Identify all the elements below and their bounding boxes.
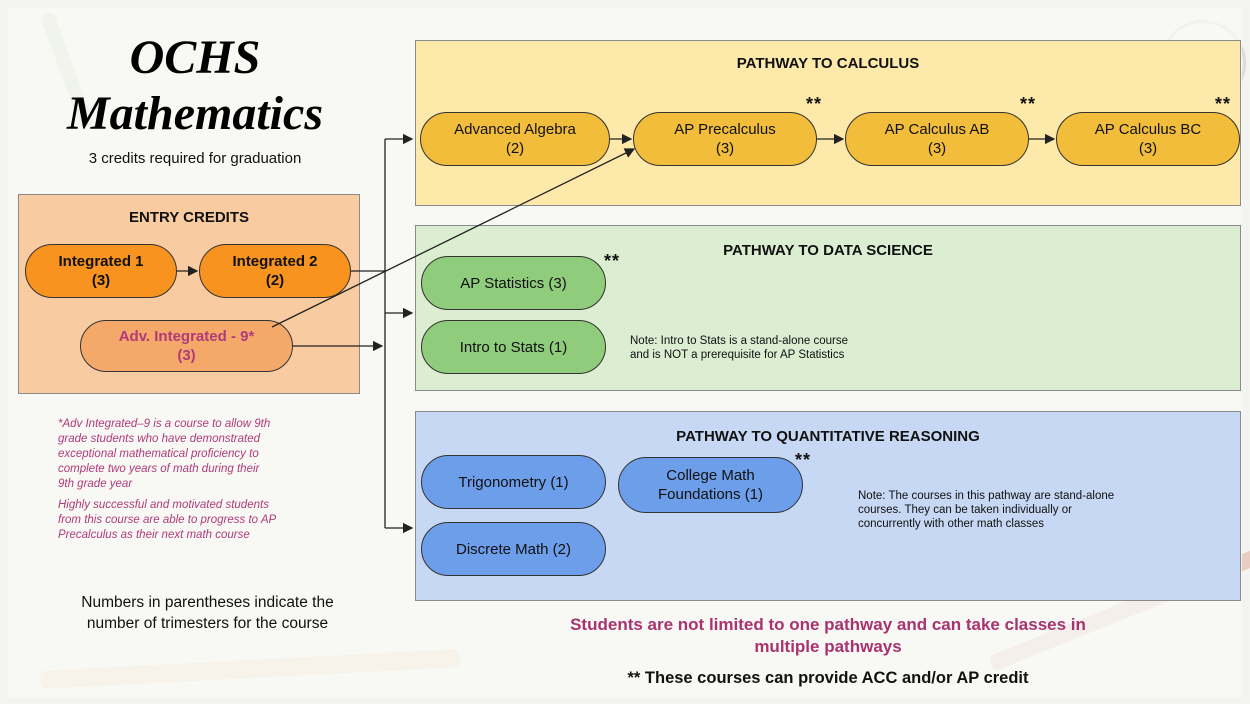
title-line-2: Mathematics [66,87,323,140]
data-science-note-line-1: Note: Intro to Stats is a stand-alone co… [630,335,848,347]
arrow-adv-to-precalc [271,148,636,328]
ap-calculus-bc-node: AP Calculus BC (3) [1056,112,1240,166]
ap-statistics-node: AP Statistics (3) [421,256,606,310]
quant-note-line-3: concurrently with other math classes [858,518,1044,530]
ap-calculus-bc-name: AP Calculus BC [1094,121,1202,138]
data-science-note-line-2: and is NOT a prerequisite for AP Statist… [630,349,845,361]
title-line-1: OCHS [129,31,261,84]
trigonometry-label: Trigonometry (1) [458,473,569,491]
calculus-pathway-title: PATHWAY TO CALCULUS [736,55,920,72]
adv-integrated-name: Adv. Integrated - 9* [118,328,255,345]
data-science-pathway-title: PATHWAY TO DATA SCIENCE [723,242,933,259]
footnote-1-line-1: *Adv Integrated–9 is a course to allow 9… [58,418,271,430]
entry-credits-title: ENTRY CREDITS [128,209,249,226]
footnote-2-line-1: Highly successful and motivated students [58,499,269,511]
quant-note: Note: The courses in this pathway are st… [858,489,1114,531]
discrete-math-node: Discrete Math (2) [421,522,606,576]
discrete-math-label: Discrete Math (2) [455,540,572,558]
acc-credit-note: ** These courses can provide ACC and/or … [627,669,1029,687]
page-title: OCHS Mathematics [30,30,360,142]
ap-calculus-ab-name: AP Calculus AB [884,121,990,138]
trigonometry-node: Trigonometry (1) [421,455,606,509]
adv-integrated-trimesters: (3) [177,347,196,364]
ap-calculus-ab-trimesters: (3) [927,140,947,157]
college-math-node: College Math Foundations (1) [618,457,803,513]
footnote-2-line-3: Precalculus as their next math course [58,529,250,541]
integrated-1-name: Integrated 1 [58,253,144,270]
parentheses-note: Numbers in parentheses indicate the numb… [40,592,375,634]
integrated-1-node: Integrated 1 (3) [25,244,177,298]
intro-to-stats-node: Intro to Stats (1) [421,320,606,374]
footnote-1-line-3: exceptional mathematical proficiency to [58,448,259,460]
ap-precalculus-trimesters: (3) [715,140,735,157]
ap-calculus-ab-stars: ** [1020,94,1037,114]
advanced-algebra-trimesters: (2) [505,140,525,157]
not-limited-line-1: Students are not limited to one pathway … [570,615,1086,634]
college-math-stars: ** [795,450,812,470]
ap-statistics-label: AP Statistics (3) [460,274,567,292]
parentheses-note-line-2: number of trimesters for the course [86,615,329,632]
quant-note-line-2: courses. They can be taken individually … [858,504,1072,516]
ap-calculus-ab-node: AP Calculus AB (3) [845,112,1029,166]
advanced-algebra-node: Advanced Algebra (2) [420,112,610,166]
integrated-1-trimesters: (3) [91,272,111,289]
integrated-2-trimesters: (2) [265,272,285,289]
college-math-line-1: College Math [666,467,755,484]
integrated-2-name: Integrated 2 [232,253,318,270]
quant-note-line-1: Note: The courses in this pathway are st… [858,490,1115,502]
ap-precalculus-name: AP Precalculus [674,121,776,138]
not-limited-note: Students are not limited to one pathway … [415,614,1241,658]
footnote-2-line-2: from this course are able to progress to… [58,514,277,526]
footnote-1-line-2: grade students who have demonstrated [58,433,261,445]
not-limited-line-2: multiple pathways [754,637,902,656]
ap-statistics-stars: ** [604,251,621,271]
ap-precalculus-stars: ** [806,94,823,114]
integrated-2-node: Integrated 2 (2) [199,244,351,298]
data-science-note: Note: Intro to Stats is a stand-alone co… [630,334,848,362]
parentheses-note-line-1: Numbers in parentheses indicate the [81,594,334,611]
quant-pathway-title: PATHWAY TO QUANTITATIVE REASONING [676,428,980,445]
intro-to-stats-label: Intro to Stats (1) [459,338,568,356]
college-math-line-2: Foundations (1) [657,486,764,503]
ap-calculus-bc-stars: ** [1215,94,1232,114]
advanced-algebra-name: Advanced Algebra [454,121,576,138]
ap-calculus-bc-trimesters: (3) [1138,140,1158,157]
ap-precalculus-node: AP Precalculus (3) [633,112,817,166]
adv-integrated-node: Adv. Integrated - 9* (3) [80,320,293,372]
page-subtitle: 3 credits required for graduation [88,150,302,167]
footnote-1-line-5: 9th grade year [58,478,133,490]
adv-integrated-footnote: *Adv Integrated–9 is a course to allow 9… [58,417,358,543]
footnote-1-line-4: complete two years of math during their [58,463,260,475]
